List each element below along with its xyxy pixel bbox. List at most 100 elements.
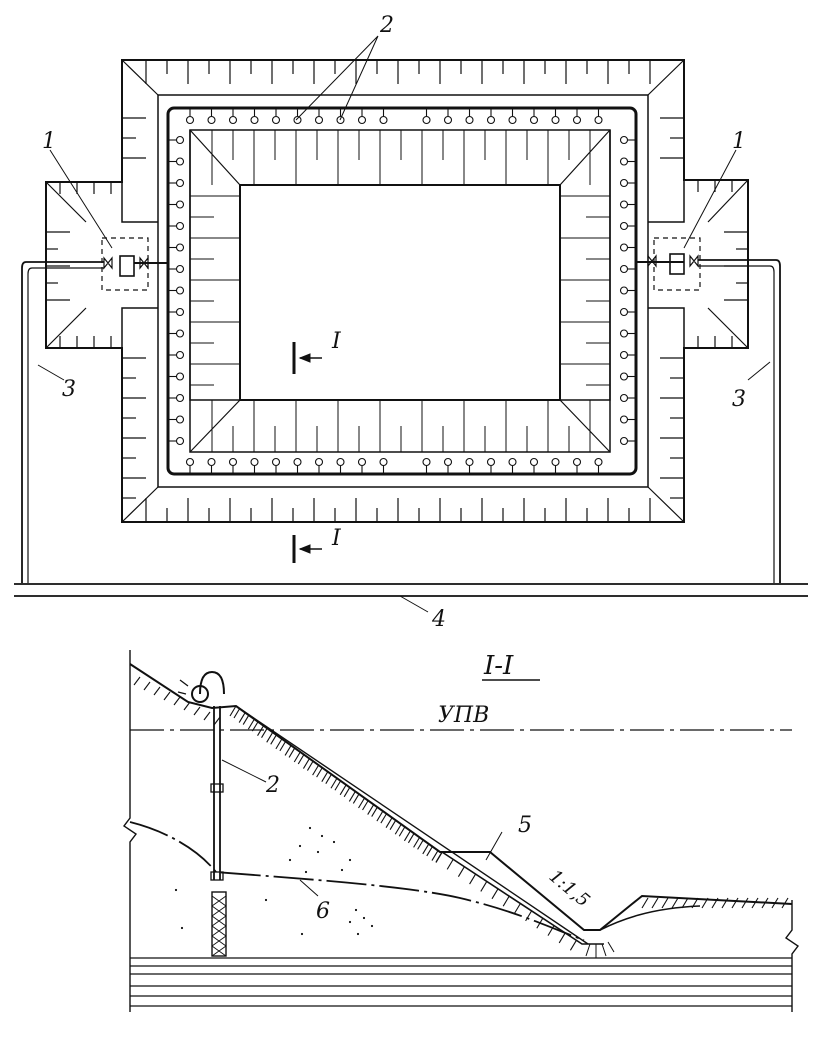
ground-hatch <box>380 812 388 824</box>
ground-hatch <box>343 786 351 798</box>
ground-hatch <box>771 897 779 909</box>
sand-dot <box>356 932 360 936</box>
ground-hatch <box>513 903 521 914</box>
ground-hatch <box>781 897 789 909</box>
wellpoint-icon <box>207 457 216 467</box>
ground-hatch <box>247 718 255 730</box>
wellpoint-joint-top <box>210 783 224 793</box>
collector-swan-neck <box>199 670 225 695</box>
section-arrow-head-bottom <box>298 544 311 554</box>
ground-hatch <box>203 711 211 721</box>
ground-hatch <box>275 738 283 750</box>
wellpoint-icon <box>486 115 496 125</box>
wellpoint-icon <box>185 115 195 125</box>
wellpoint-icon <box>619 350 629 360</box>
ground-hatch <box>270 733 278 745</box>
wellpoint-icon <box>465 115 474 125</box>
ground-hatch <box>469 873 477 885</box>
section-label-bottom: I <box>331 526 342 551</box>
ground-hatch <box>213 716 221 726</box>
ground-hatch <box>183 701 191 711</box>
sand-dot <box>264 898 268 902</box>
wellpoint-icon <box>422 457 431 467</box>
filter-mesh <box>211 895 227 957</box>
water-table-label: УПВ <box>438 703 489 728</box>
wellpoint-icon <box>314 115 324 125</box>
section-arrow-head-top <box>298 353 311 363</box>
ground-hatch <box>325 773 333 784</box>
right-break-line <box>784 900 800 1012</box>
ground-hatch <box>547 925 555 936</box>
ground-hatch <box>491 888 499 900</box>
wellpoint-icon <box>175 178 185 188</box>
wellpoint-icon <box>572 115 582 125</box>
ground-hatch <box>321 771 329 782</box>
wellpoint-icon <box>619 329 629 338</box>
ground-hatch <box>435 851 443 863</box>
wellpoint-icon <box>379 457 388 467</box>
ground-hatch <box>394 823 402 835</box>
wellpoint-icon <box>529 457 539 467</box>
ground-hatch <box>153 686 161 696</box>
sand-dot <box>362 916 366 920</box>
upper-slope-corners <box>121 59 685 523</box>
ground-hatch <box>558 932 566 944</box>
wellpoint-icon <box>508 457 517 467</box>
ground-hatch <box>398 825 406 837</box>
sand-dot <box>332 840 336 844</box>
ground-hatch <box>681 897 689 909</box>
ground-hatch <box>480 881 488 892</box>
ground-hatch <box>371 806 379 817</box>
wellpoint-icon <box>228 115 238 125</box>
wellpoint-icon <box>619 393 629 403</box>
sand-dot <box>288 858 292 862</box>
wellpoint-icon <box>228 457 238 467</box>
wellpoint-icon <box>572 457 582 467</box>
wellpoint-joint-bottom <box>210 871 224 881</box>
valve-icon <box>103 254 699 270</box>
ground-hatch <box>330 777 338 789</box>
ground-hatch <box>389 819 397 830</box>
wellpoint-icon <box>594 115 603 125</box>
wellpoint-icon <box>250 115 259 125</box>
wellpoint-icon <box>465 457 474 467</box>
wellpoint-icon <box>508 115 517 125</box>
sand-dot <box>174 888 178 892</box>
callout-3-left: 3 <box>62 377 76 402</box>
sand-dot <box>300 932 304 936</box>
wellpoint-icon <box>619 135 629 145</box>
ground-hatch <box>358 797 365 809</box>
ground-hatch <box>741 897 749 909</box>
wellpoint-icon <box>175 157 185 166</box>
wellpoint-icon <box>619 436 629 446</box>
ground-hatch <box>711 897 719 909</box>
pump-unit-left <box>119 255 135 277</box>
left-break-line <box>122 650 138 1012</box>
ground-hatch <box>457 866 465 878</box>
discharge-collector <box>14 583 808 597</box>
ground-hatch <box>173 696 181 706</box>
ground-hatch <box>312 764 320 776</box>
wellpoint-icon <box>175 286 185 295</box>
wellpoint-icon <box>594 457 603 467</box>
ground-hatch <box>133 676 141 686</box>
ground-hatch <box>691 897 699 909</box>
sand-texture <box>174 826 374 936</box>
sand-dot <box>304 870 308 874</box>
wellpoint-icon <box>175 135 185 145</box>
wellpoint-icon <box>422 115 431 125</box>
wellpoint-icon <box>619 307 629 317</box>
wellpoint-icon <box>293 115 302 125</box>
wellpoint-icon <box>357 115 367 125</box>
ground-hatch <box>257 725 265 736</box>
plan-view <box>14 35 808 613</box>
wellpoint-icon <box>175 243 185 252</box>
ground-hatch <box>302 758 310 769</box>
wellpoint-icon <box>175 221 185 231</box>
ground-hatch <box>334 779 342 791</box>
lower-slope-hatching <box>190 130 610 452</box>
wellpoint-icon <box>619 243 629 252</box>
wellpoint-icon <box>619 157 629 166</box>
ground-hatch <box>431 850 439 861</box>
ground-hatch <box>339 784 347 796</box>
